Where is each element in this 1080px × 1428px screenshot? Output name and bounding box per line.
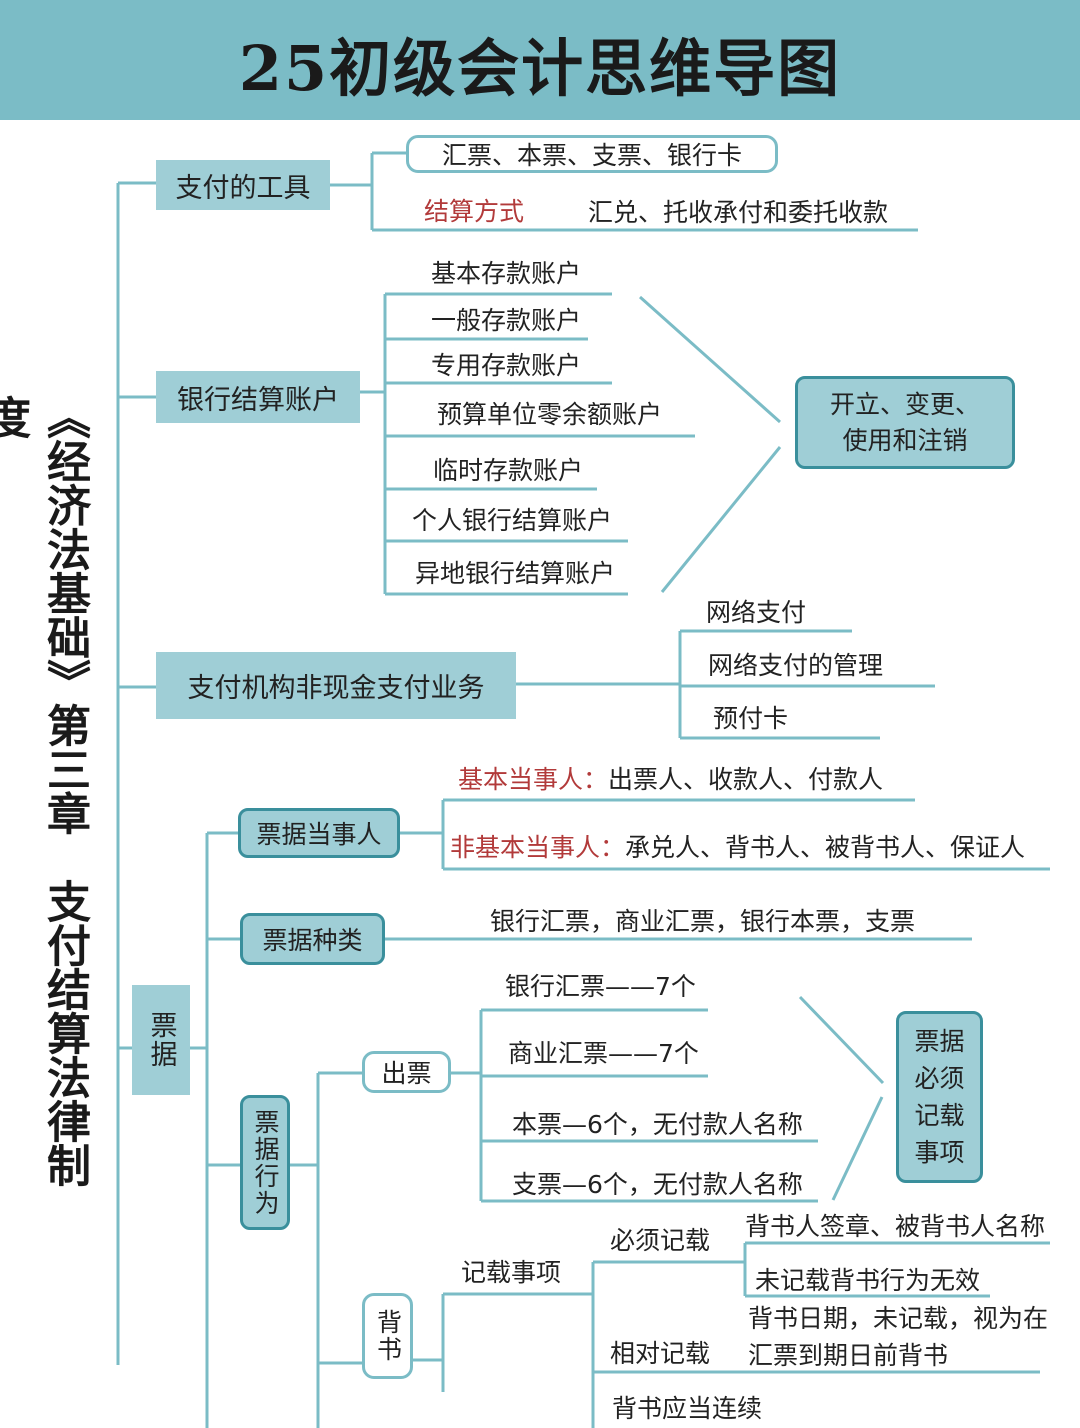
nonbasic-parties-label: 非基本当事人： bbox=[450, 833, 626, 862]
node-endorse: 背书 bbox=[362, 1293, 413, 1379]
account-item: 基本存款账户 bbox=[431, 259, 582, 288]
node-bill-acts: 票据行为 bbox=[240, 1095, 290, 1230]
node-bank-accounts: 银行结算账户 bbox=[156, 371, 360, 423]
institution-item: 预付卡 bbox=[713, 704, 789, 733]
side-chapter-title: 《经济法基础》第三章 支付结算法律制度 bbox=[0, 395, 90, 1187]
institution-item: 网络支付 bbox=[706, 598, 807, 627]
record-items-label: 记载事项 bbox=[461, 1258, 562, 1287]
node-required-items: 票据必须记载事项 bbox=[896, 1011, 983, 1183]
node-bill-parties: 票据当事人 bbox=[238, 808, 400, 858]
node-instruments: 汇票、本票、支票、银行卡 bbox=[406, 135, 778, 173]
institution-item: 网络支付的管理 bbox=[708, 651, 884, 680]
node-bill-types: 票据种类 bbox=[240, 913, 385, 965]
account-item: 个人银行结算账户 bbox=[412, 506, 613, 535]
issue-item: 支票—6个，无付款人名称 bbox=[512, 1170, 803, 1199]
bill-types-value: 银行汇票，商业汇票，银行本票，支票 bbox=[490, 907, 916, 936]
must-record-item: 背书人签章、被背书人名称 bbox=[745, 1212, 1046, 1241]
endorse-continuous: 背书应当连续 bbox=[612, 1394, 763, 1423]
header-bar bbox=[0, 0, 1080, 120]
node-bills: 票据 bbox=[132, 985, 190, 1095]
relative-record-line2: 汇票到期日前背书 bbox=[748, 1341, 949, 1370]
issue-item: 本票—6个，无付款人名称 bbox=[512, 1110, 803, 1139]
issue-item: 银行汇票——7个 bbox=[505, 972, 696, 1001]
relative-record-label: 相对记载 bbox=[610, 1339, 711, 1368]
basic-parties-value: 出票人、收款人、付款人 bbox=[608, 765, 884, 794]
account-item: 异地银行结算账户 bbox=[415, 559, 616, 588]
node-payment-institution: 支付机构非现金支付业务 bbox=[156, 652, 516, 719]
nonbasic-parties-value: 承兑人、背书人、被背书人、保证人 bbox=[625, 833, 1026, 862]
issue-item: 商业汇票——7个 bbox=[508, 1039, 699, 1068]
must-record-item: 未记载背书行为无效 bbox=[755, 1266, 981, 1295]
node-issue: 出票 bbox=[362, 1051, 451, 1093]
issue-label: 出票 bbox=[381, 1059, 432, 1088]
node-payment-tools: 支付的工具 bbox=[156, 160, 330, 210]
relative-record-line1: 背书日期，未记载，视为在 bbox=[748, 1304, 1049, 1333]
settlement-value: 汇兑、托收承付和委托收款 bbox=[588, 198, 889, 227]
account-item: 一般存款账户 bbox=[431, 306, 582, 335]
page-title: 25初级会计思维导图 bbox=[238, 32, 842, 105]
node-account-lifecycle: 开立、变更、 使用和注销 bbox=[795, 376, 1015, 469]
account-item: 专用存款账户 bbox=[431, 351, 582, 380]
basic-parties-label: 基本当事人： bbox=[458, 765, 609, 794]
must-record-label: 必须记载 bbox=[610, 1226, 711, 1255]
endorse-label: 背书 bbox=[373, 1309, 403, 1363]
account-item: 预算单位零余额账户 bbox=[437, 400, 663, 429]
account-item: 临时存款账户 bbox=[433, 456, 584, 485]
settlement-label: 结算方式 bbox=[424, 197, 525, 226]
instruments-text: 汇票、本票、支票、银行卡 bbox=[441, 141, 742, 170]
